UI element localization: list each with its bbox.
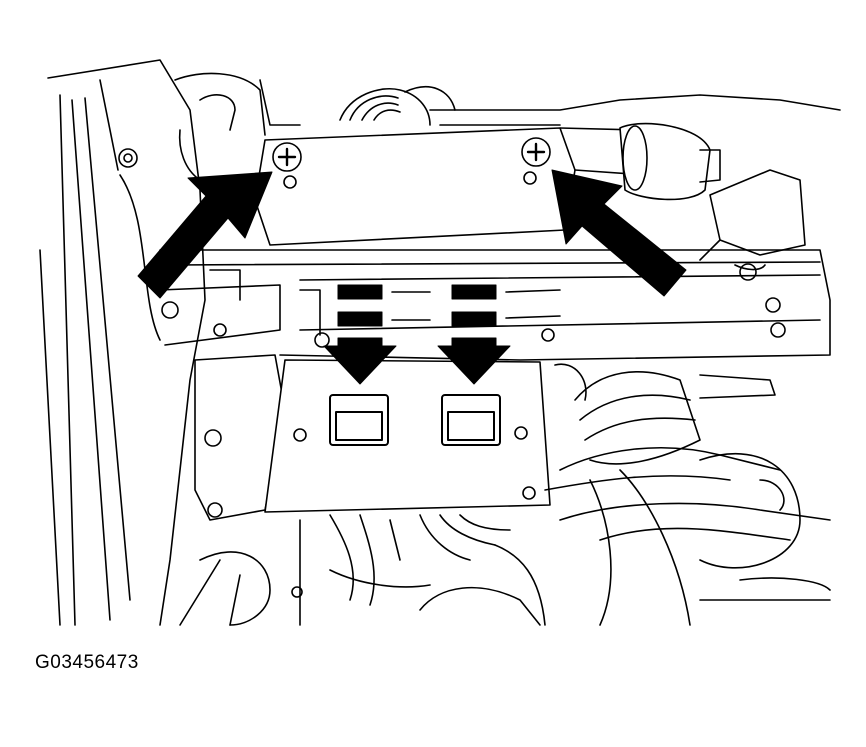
left-trim-panel	[39, 59, 266, 626]
left-push-arrow	[323, 337, 397, 385]
figure-id-label: G03456473	[35, 652, 139, 673]
right-push-arrow-bar-2	[451, 311, 497, 327]
right-push-arrow-bar-1	[451, 284, 497, 300]
upper-wire-harness	[259, 79, 841, 126]
right-pointer-arrow	[551, 169, 687, 297]
arrows	[137, 169, 687, 385]
lower-wire-harness	[179, 363, 831, 626]
left-pointer-arrow	[137, 171, 273, 299]
module-connectors	[329, 394, 501, 446]
left-push-arrow-bar-2	[337, 311, 383, 327]
upper-bracket	[254, 127, 646, 246]
motion-dashes	[391, 289, 561, 321]
right-push-arrow	[437, 337, 511, 385]
left-push-arrow-bar-1	[337, 284, 383, 300]
